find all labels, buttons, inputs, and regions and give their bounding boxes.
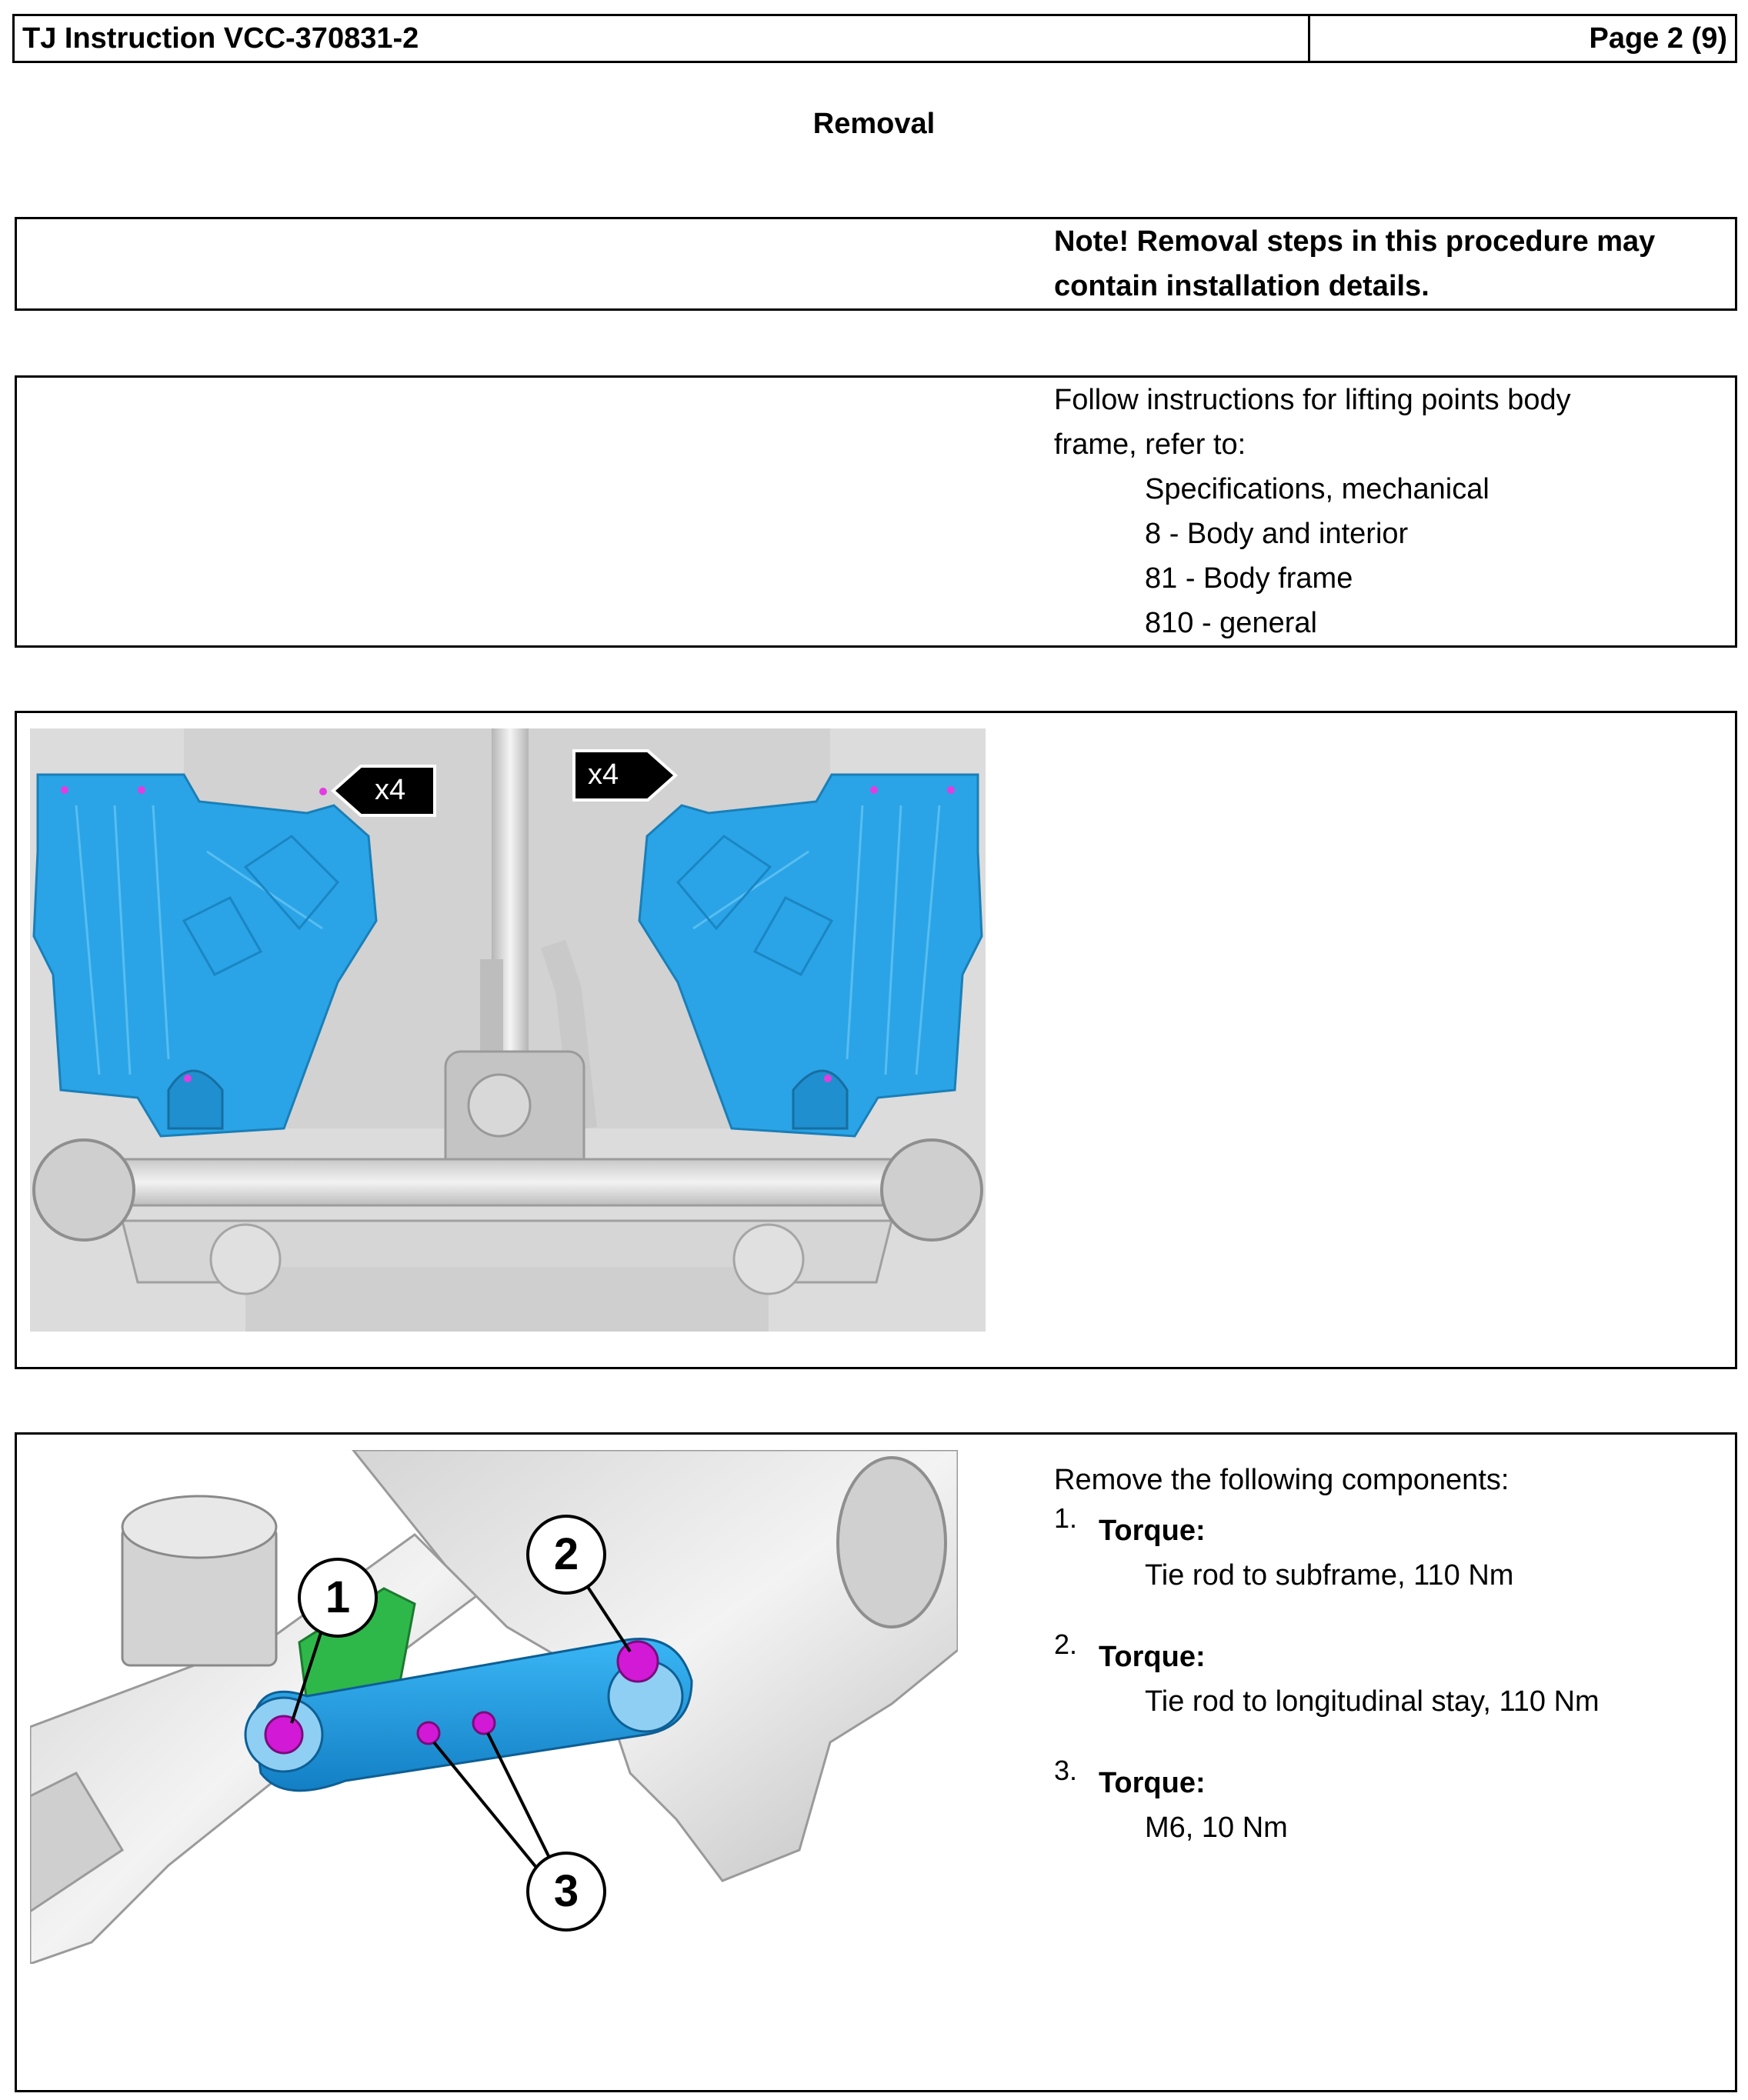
step-2-number: 2. [1054, 1628, 1078, 1660]
step-3-heading: Torque: [1099, 1767, 1206, 1799]
step-2-detail: Tie rod to longitudinal stay, 110 Nm [1145, 1685, 1600, 1718]
note-box: Note! Removal steps in this procedure ma… [15, 217, 1737, 311]
lifting-ref-3: 81 - Body frame [1145, 562, 1353, 595]
document-header: TJ Instruction VCC-370831-2 Page 2 (9) [12, 14, 1737, 63]
step-2-heading: Torque: [1099, 1641, 1206, 1673]
lifting-ref-4: 810 - general [1145, 607, 1317, 639]
callout-left-label: x4 [375, 774, 406, 806]
figure-tie-rod-box: 1 2 3 Remove the following components: 1… [15, 1432, 1737, 2092]
section-title: Removal [812, 108, 936, 140]
note-line-1: Note! Removal steps in this procedure ma… [1054, 225, 1656, 258]
step-1-number: 1. [1054, 1502, 1078, 1534]
callout-right-arrow: x4 [571, 748, 679, 803]
callout-left-arrow: x4 [330, 763, 438, 818]
header-divider [1308, 16, 1310, 61]
lifting-ref-1: Specifications, mechanical [1145, 473, 1489, 505]
step-3-detail: M6, 10 Nm [1145, 1812, 1288, 1844]
step-3-number: 3. [1054, 1755, 1078, 1786]
step-1-detail: Tie rod to subframe, 110 Nm [1145, 1559, 1514, 1592]
callout-right-label: x4 [588, 758, 619, 791]
lifting-line-1: Follow instructions for lifting points b… [1054, 384, 1571, 416]
lifting-box: Follow instructions for lifting points b… [15, 375, 1737, 648]
lifting-line-2: frame, refer to: [1054, 428, 1246, 461]
steps-intro: Remove the following components: [1054, 1464, 1509, 1496]
figure-underbody-box: x4 x4 [15, 711, 1737, 1369]
lifting-ref-2: 8 - Body and interior [1145, 518, 1409, 550]
step-1-heading: Torque: [1099, 1515, 1206, 1547]
callout-3: 3 [526, 1852, 606, 1932]
note-line-2: contain installation details. [1054, 270, 1429, 302]
page-number: Page 2 (9) [1589, 22, 1727, 55]
callout-2: 2 [526, 1515, 606, 1595]
document-title: TJ Instruction VCC-370831-2 [22, 22, 419, 55]
callout-1: 1 [298, 1558, 378, 1638]
underbody-shields-illustration [30, 728, 986, 1332]
tie-rod-illustration: 1 2 3 [30, 1450, 958, 1964]
